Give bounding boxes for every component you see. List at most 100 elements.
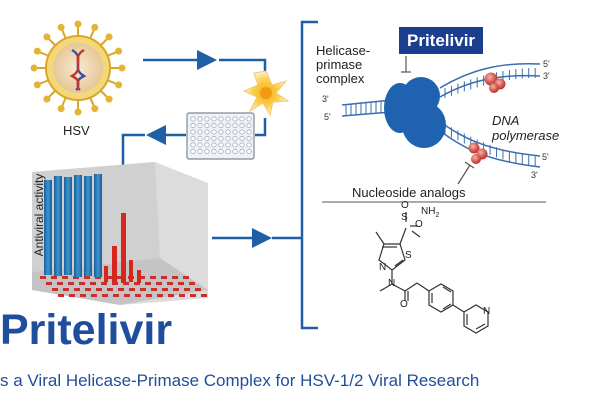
infected-cell-icon <box>242 70 290 117</box>
plate-well <box>204 149 210 155</box>
chart-floor-mark <box>102 294 108 297</box>
page-title: Pritelivir <box>0 306 173 354</box>
chart-floor-mark <box>151 288 157 291</box>
plate-well <box>232 129 238 135</box>
plate-well <box>218 123 224 129</box>
virus-spike-tip <box>33 47 41 55</box>
chart-floor-mark <box>96 288 102 291</box>
virus-spike-tip <box>57 23 65 31</box>
chart-floor-mark <box>167 282 173 285</box>
chart-floor-mark <box>190 294 196 297</box>
plate-well <box>190 136 196 142</box>
strand-end-5prime-lower: 5' <box>542 152 549 162</box>
plate-well <box>190 123 196 129</box>
plate-well <box>232 123 238 129</box>
dna-polymerase-upper <box>484 72 506 93</box>
antiviral-activity-3d-chart <box>32 162 208 305</box>
chart-floor-mark <box>134 282 140 285</box>
plate-well <box>197 123 203 129</box>
chart-floor-mark <box>124 294 130 297</box>
chart-floor-mark <box>112 282 118 285</box>
plate-well <box>232 116 238 122</box>
chart-floor-mark <box>183 276 189 279</box>
chart-floor-mark <box>91 294 97 297</box>
plate-well <box>246 149 252 155</box>
plate-well <box>204 136 210 142</box>
virus-spike-tip <box>30 64 38 72</box>
plate-well <box>211 149 217 155</box>
plate-well <box>246 116 252 122</box>
helicase-primase-label: Helicase-primase complex <box>316 43 371 86</box>
sulfonamide-nh-label: NH2 <box>421 206 439 219</box>
red-bars <box>104 213 141 283</box>
plate-well <box>232 149 238 155</box>
dna-polymerase-lower <box>468 142 488 164</box>
hsv-label: HSV <box>63 123 90 138</box>
plate-well <box>218 129 224 135</box>
plate-well <box>197 116 203 122</box>
chart-floor-mark <box>161 276 167 279</box>
plate-well <box>218 142 224 148</box>
atom-nh: NH <box>421 206 436 217</box>
mechanism-bracket <box>300 20 318 330</box>
chart-floor-mark <box>117 276 123 279</box>
chart-floor-mark <box>57 282 63 285</box>
virus-spike-tip <box>74 108 82 116</box>
plate-well <box>246 142 252 148</box>
strand-end-5prime-left: 5' <box>324 112 331 122</box>
chart-floor-mark <box>52 288 58 291</box>
chart-floor-mark <box>179 294 185 297</box>
chart-floor-mark <box>85 288 91 291</box>
plate-well <box>225 123 231 129</box>
plate-well <box>232 136 238 142</box>
atom-oxygen-carbonyl: O <box>400 299 408 310</box>
plate-well <box>204 142 210 148</box>
dna-replication-mechanism <box>341 56 541 185</box>
strand-end-3prime-left: 3' <box>322 94 329 104</box>
chart-floor-mark <box>201 294 207 297</box>
plate-well <box>225 136 231 142</box>
chart-floor-mark <box>145 282 151 285</box>
chart-floor-mark <box>113 294 119 297</box>
chart-floor-mark <box>107 288 113 291</box>
chart-floor-mark <box>150 276 156 279</box>
plate-well <box>239 123 245 129</box>
virus-spike-tip <box>91 23 99 31</box>
chart-floor-mark <box>84 276 90 279</box>
plate-well <box>218 116 224 122</box>
chart-floor-mark <box>63 288 69 291</box>
plate-well <box>190 149 196 155</box>
chart-floor-mark <box>172 276 178 279</box>
plate-well <box>197 142 203 148</box>
plate-well <box>239 149 245 155</box>
chart-floor-mark <box>156 282 162 285</box>
strand-end-5prime-upper: 5' <box>543 59 550 69</box>
plate-well <box>190 129 196 135</box>
plate-well <box>239 116 245 122</box>
nucleoside-analogs-label: Nucleoside analogs <box>352 185 466 200</box>
chart-floor-mark <box>40 276 46 279</box>
atom-oxygen-right: O <box>415 219 423 230</box>
chart-floor-mark <box>80 294 86 297</box>
chart-floor-mark <box>73 276 79 279</box>
pritelivir-chemical-structure <box>375 212 489 334</box>
plate-well <box>232 142 238 148</box>
page-subtitle: s a Viral Helicase-Primase Complex for H… <box>0 371 480 390</box>
atom-nitrogen-amide: N <box>388 278 396 289</box>
plate-well <box>211 136 217 142</box>
virus-spike-tip <box>115 81 123 89</box>
chart-floor-mark <box>46 282 52 285</box>
virus-spike-tip <box>105 95 113 103</box>
plate-well <box>211 116 217 122</box>
strand-end-3prime-upper: 3' <box>543 71 550 81</box>
plate-well <box>190 116 196 122</box>
plate-well <box>204 116 210 122</box>
chart-floor-mark <box>184 288 190 291</box>
blue-bars <box>44 174 102 277</box>
chart-floor-mark <box>168 294 174 297</box>
pritelivir-badge: Pritelivir <box>399 27 484 54</box>
atom-nitrogen-pyridine: N <box>483 306 491 317</box>
plate-well <box>225 116 231 122</box>
chart-floor-mark <box>173 288 179 291</box>
